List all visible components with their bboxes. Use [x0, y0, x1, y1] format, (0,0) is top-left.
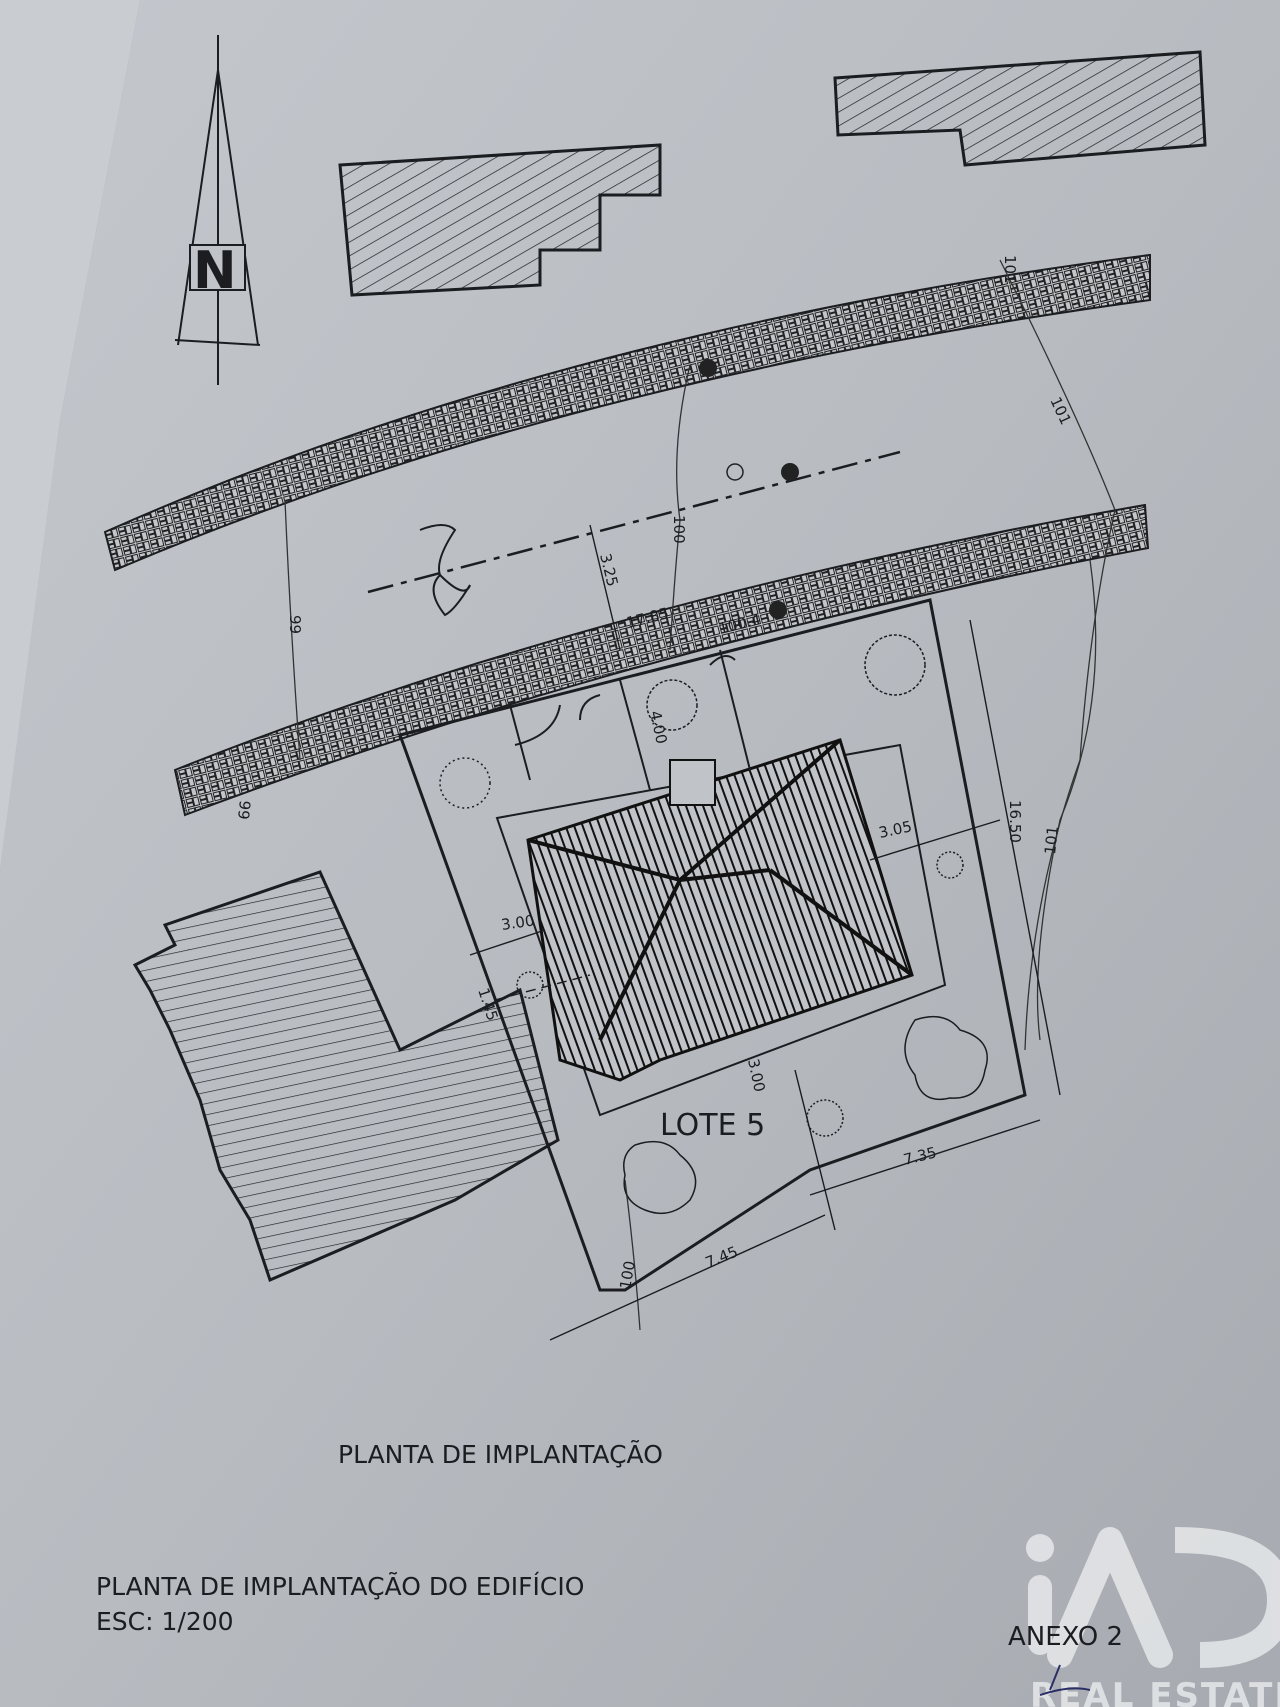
dim-left-setback: 3.00	[500, 911, 536, 933]
dimension-lines	[469, 524, 1061, 1341]
lot-label: LOTE 5	[660, 1108, 765, 1143]
lot-5-boundary	[398, 598, 1027, 1292]
contour-label: 101	[1041, 825, 1062, 855]
garden-entrance	[509, 649, 751, 791]
neighbour-building-top-right	[833, 50, 1207, 167]
watermark-tagline: REAL ESTATE	[1030, 1676, 1280, 1707]
parking-sign-icon	[726, 463, 744, 481]
plan-title: PLANTA DE IMPLANTAÇÃO	[338, 1439, 663, 1469]
tree-symbol-icon	[419, 524, 471, 617]
contour-label: 99	[286, 615, 304, 634]
sidewalk-north	[103, 253, 1151, 572]
contour-label: 101	[1001, 255, 1019, 284]
scale-label: ESC: 1/200	[96, 1607, 234, 1636]
handwritten-initials	[1039, 1664, 1091, 1696]
entrance-porch	[669, 759, 716, 806]
dim-right-depth: 16.50	[1006, 800, 1024, 843]
contour-label: 99	[234, 800, 254, 821]
manhole-icon	[699, 359, 717, 377]
neighbour-building-top	[338, 143, 662, 297]
contour-label: 100	[670, 515, 688, 544]
roof-ridges	[527, 738, 914, 1041]
manhole-icon	[769, 601, 787, 619]
contour-label: 100	[616, 1259, 639, 1290]
annex-label: ANEXO 2	[1008, 1622, 1123, 1652]
manhole-icon	[781, 463, 799, 481]
neighbour-building-left	[132, 870, 560, 1283]
drawing-title: PLANTA DE IMPLANTAÇÃO DO EDIFÍCIO	[96, 1571, 584, 1601]
road-axis	[367, 450, 901, 594]
north-arrow-icon: N	[174, 35, 261, 385]
paper-fold	[0, 0, 140, 870]
north-label: N	[193, 241, 237, 301]
